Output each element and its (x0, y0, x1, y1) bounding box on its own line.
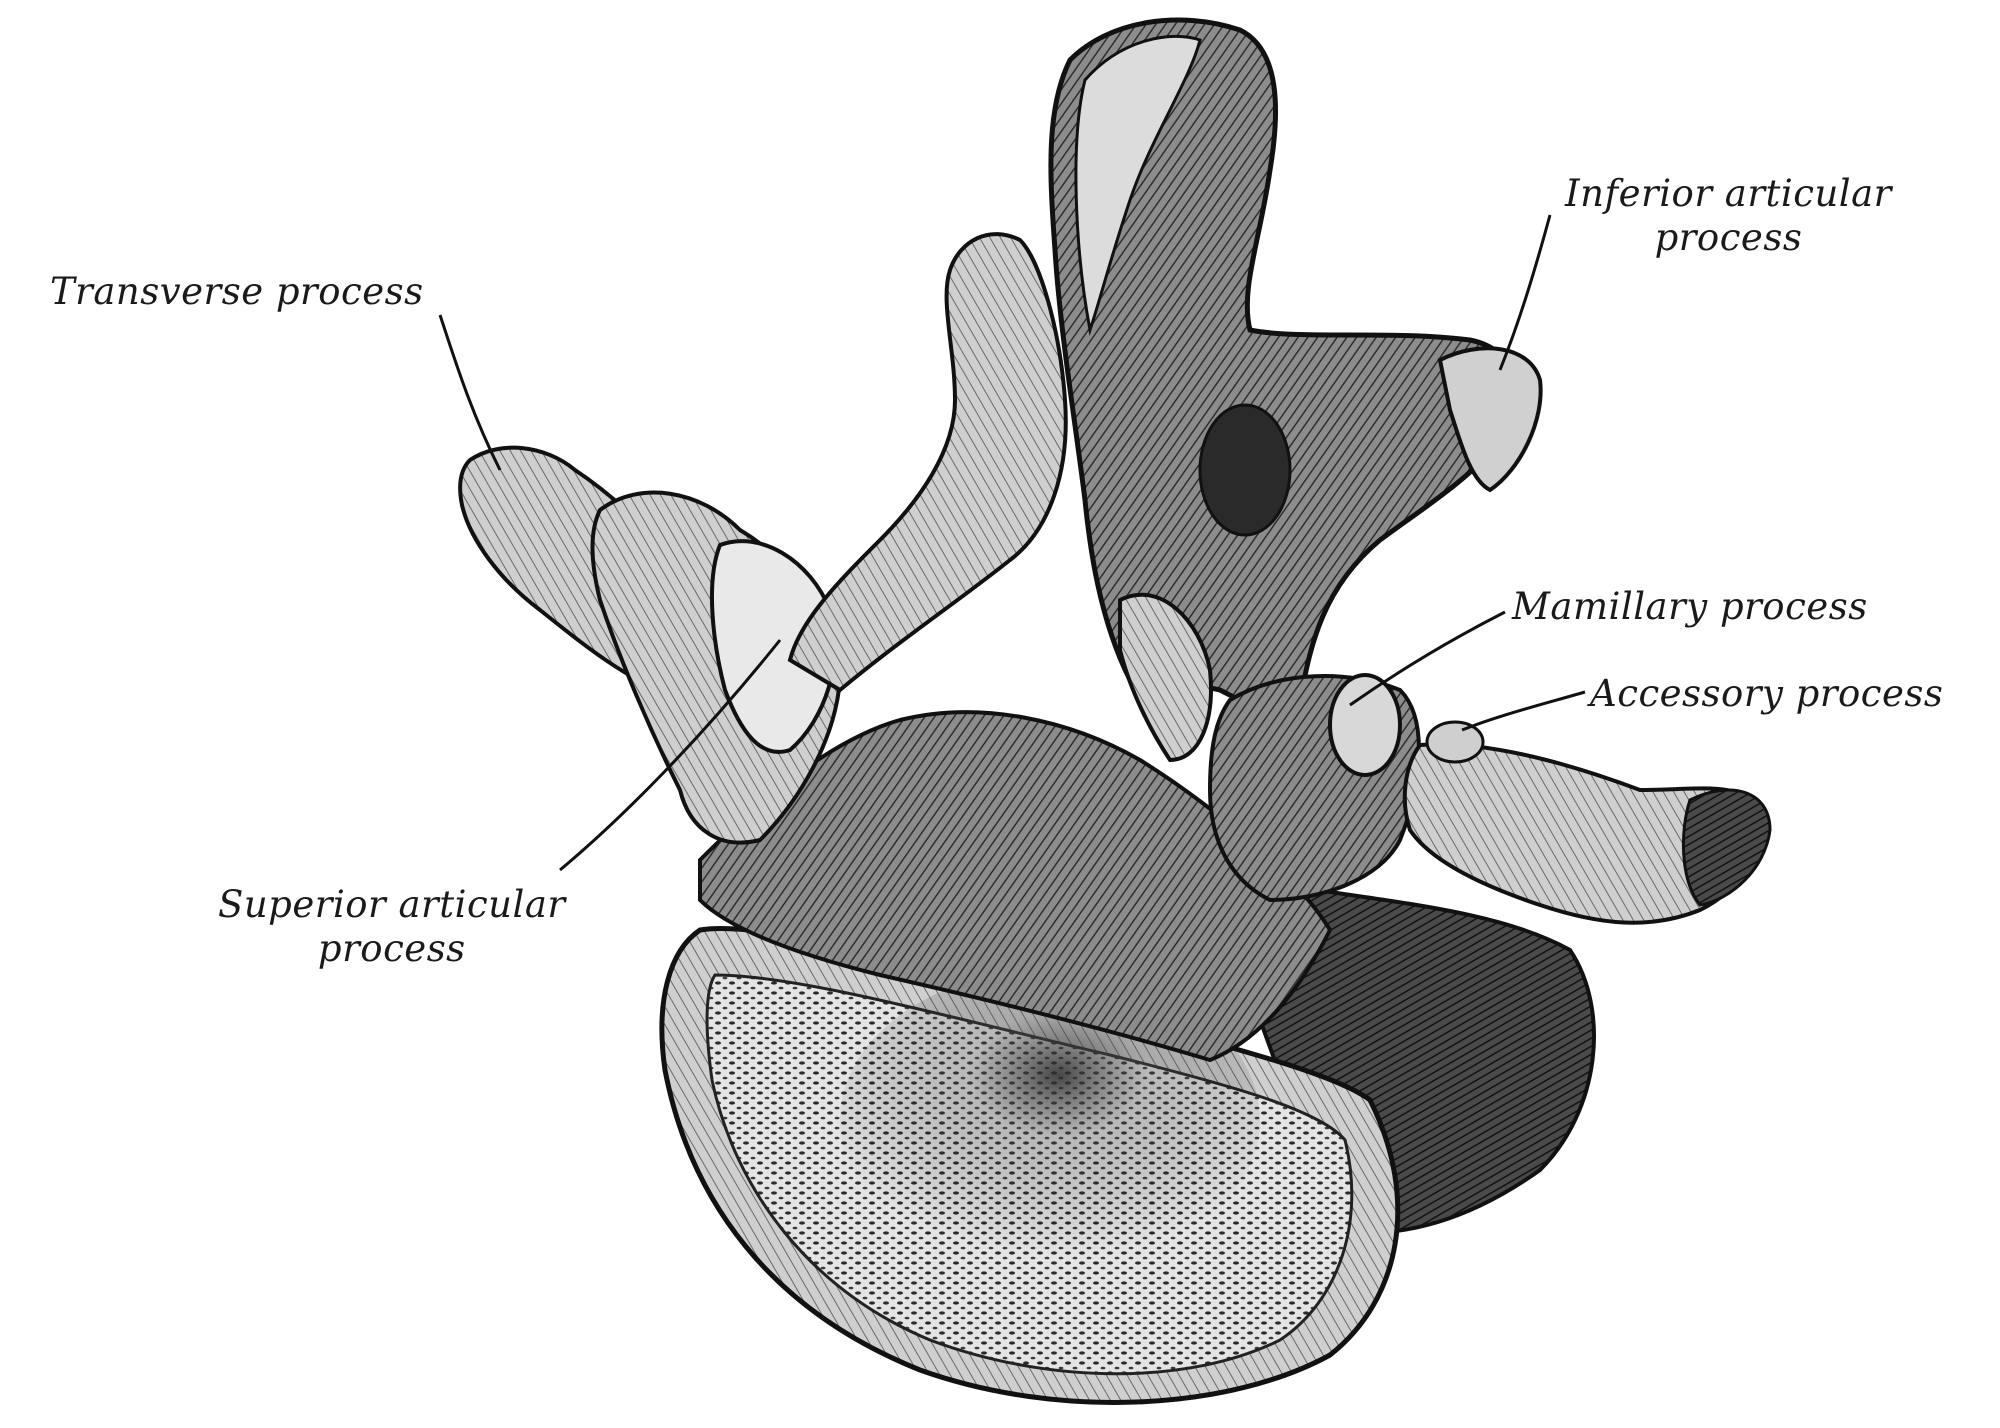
leader-transverse (438, 314, 502, 471)
inferior-articular-lower (1118, 592, 1213, 763)
label-inferior-articular-process: Inferior articular process (1565, 172, 1892, 260)
label-accessory-process-text: Accessory process (1590, 672, 1944, 715)
spinous-process (1048, 17, 1520, 712)
label-inferior-articular-line2: process (1654, 216, 1803, 259)
inferior-articular-process (1437, 346, 1543, 493)
label-transverse-process-text: Transverse process (50, 270, 424, 313)
spinous-process-ridge (1074, 34, 1202, 336)
label-superior-articular-process: Superior articular process (218, 883, 566, 971)
accessory-knob (1425, 720, 1485, 764)
label-mamillary-process-text: Mamillary process (1512, 585, 1868, 628)
leader-accessory (1461, 690, 1586, 732)
leader-lines (438, 214, 1586, 872)
lamina-left (787, 232, 1068, 693)
label-transverse-process: Transverse process (50, 270, 424, 314)
mamillary-knob (1328, 673, 1402, 777)
label-accessory-process: Accessory process (1590, 672, 1943, 716)
label-inferior-articular-line1: Inferior articular (1565, 172, 1892, 215)
label-superior-articular-line1: Superior articular (218, 883, 566, 926)
leader-mamillary (1349, 610, 1506, 707)
leader-inferior (1498, 214, 1552, 371)
leader-superior (559, 639, 782, 872)
label-mamillary-process: Mamillary process (1512, 585, 1868, 629)
transverse-process-right (1402, 742, 1764, 925)
spinous-process-pit (1198, 403, 1292, 537)
transverse-process-right-tip (1682, 788, 1772, 907)
label-superior-articular-line2: process (317, 927, 466, 970)
pedicle-region (698, 710, 1333, 1063)
